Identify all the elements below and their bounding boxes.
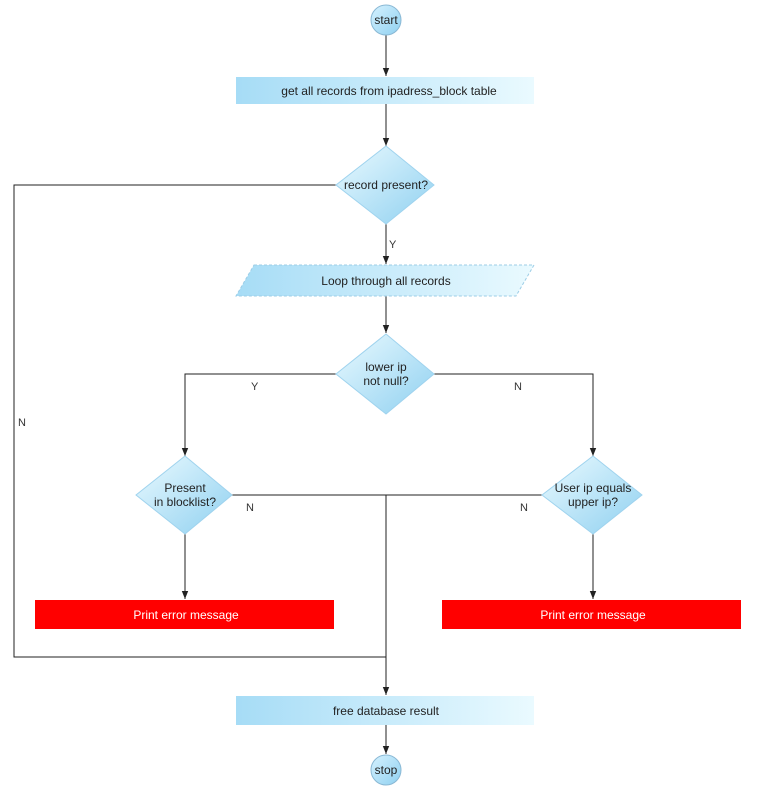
get-records-node: get all records from ipadress_block tabl… — [236, 77, 534, 104]
get-records-box — [236, 77, 534, 104]
edges — [13, 35, 597, 754]
record-present-label: record present? — [344, 178, 428, 192]
lower-ip-node: lower ip not null? — [335, 333, 435, 415]
present-blocklist-diamond — [135, 455, 233, 535]
record-present-node: record present? — [335, 145, 435, 225]
get-records-label: get all records from ipadress_block tabl… — [281, 84, 497, 98]
free-result-node: free database result — [236, 696, 534, 725]
stop-node: stop — [370, 754, 402, 786]
start-node: start — [370, 4, 402, 36]
print-error-left-node: Print error message — [35, 600, 334, 629]
start-circle — [370, 4, 402, 36]
label-record-present-no: N — [18, 417, 26, 429]
print-error-right-node: Print error message — [442, 600, 741, 629]
edge-lower-ip-to-user-ip — [434, 373, 597, 456]
loop-label: Loop through all records — [321, 274, 450, 288]
present-blocklist-node: Present in blocklist? — [135, 455, 233, 535]
free-result-box — [236, 696, 534, 725]
edge-record-present-no-to-free — [13, 184, 386, 658]
print-error-right-label: Print error message — [540, 608, 646, 622]
user-ip-label-line2: upper ip? — [568, 495, 618, 509]
start-label: start — [374, 13, 398, 27]
edge-lower-ip-to-blocklist — [181, 373, 336, 456]
lower-ip-label-line2: not null? — [363, 374, 409, 388]
loop-parallelogram — [235, 264, 535, 297]
lower-ip-label-line1: lower ip — [365, 360, 407, 374]
stop-label: stop — [375, 763, 398, 777]
label-lower-ip-yes: Y — [251, 381, 259, 393]
record-present-diamond — [335, 145, 435, 225]
print-error-left-label: Print error message — [133, 608, 239, 622]
stop-circle — [370, 754, 402, 786]
present-blocklist-label-line1: Present — [164, 481, 206, 495]
user-ip-diamond — [541, 455, 643, 535]
print-error-left-box — [35, 600, 334, 629]
edge-labels: Y N Y N N N — [18, 239, 528, 514]
label-blocklist-no: N — [246, 502, 254, 514]
user-ip-node: User ip equals upper ip? — [541, 455, 643, 535]
label-user-ip-no: N — [520, 502, 528, 514]
present-blocklist-label-line2: in blocklist? — [154, 495, 216, 509]
user-ip-label-line1: User ip equals — [555, 481, 632, 495]
lower-ip-diamond — [335, 333, 435, 415]
free-result-label: free database result — [333, 704, 440, 718]
print-error-right-box — [442, 600, 741, 629]
loop-node: Loop through all records — [235, 264, 535, 297]
label-lower-ip-no: N — [514, 381, 522, 393]
label-record-present-yes: Y — [389, 239, 397, 251]
